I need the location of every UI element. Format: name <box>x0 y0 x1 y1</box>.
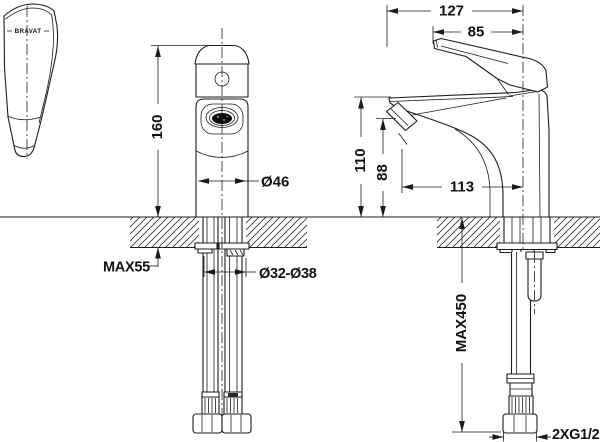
dim-deck-thickness-label: MAX55 <box>103 260 150 276</box>
front-hose-fittings <box>192 391 252 434</box>
side-supply-shank <box>496 217 558 434</box>
front-view-faucet <box>194 28 250 415</box>
top-view-handle: BRAVAT <box>3 3 59 159</box>
side-body <box>388 88 550 218</box>
side-hose-fitting <box>502 373 538 434</box>
side-view-faucet <box>385 5 550 250</box>
front-supply-shank <box>192 217 252 434</box>
handle-top-view-outline <box>3 3 59 158</box>
front-hex-nut-right <box>221 413 252 434</box>
side-handle-lever <box>432 37 549 93</box>
front-hex-nut-left <box>192 413 223 434</box>
dim-spout-top-height-label: 110 <box>352 148 369 172</box>
side-mounting-stud <box>525 251 544 314</box>
handle-top-view-details <box>5 7 54 149</box>
dim-aerator-height-label: 88 <box>374 164 391 181</box>
dim-hole-diameter-label: Ø32-Ø38 <box>259 266 317 282</box>
fitting-label-tag <box>228 393 238 397</box>
dim-spout-reach-label: 113 <box>450 179 474 196</box>
side-mounting-flange <box>496 242 558 251</box>
dim-total-depth-label: 127 <box>439 3 464 20</box>
dimension-annotations: 160 MAX55 Ø46 Ø32-Ø38 127 85 110 88 <box>103 3 600 442</box>
dim-overall-height-label: 160 <box>149 114 166 139</box>
side-hex-nut <box>502 413 538 434</box>
side-handle-details <box>435 39 509 95</box>
dim-hose-length-label: MAX450 <box>453 294 470 352</box>
side-aerator <box>385 101 418 145</box>
front-mounting-hardware <box>194 242 250 257</box>
dim-body-diameter-label: Ø46 <box>261 174 289 191</box>
dim-handle-projection-label: 85 <box>468 24 485 41</box>
brand-logo: BRAVAT <box>15 28 42 35</box>
dim-thread-label: 2XG1/2 <box>552 427 600 442</box>
side-body-details <box>389 91 541 218</box>
side-shank-body <box>503 217 551 243</box>
